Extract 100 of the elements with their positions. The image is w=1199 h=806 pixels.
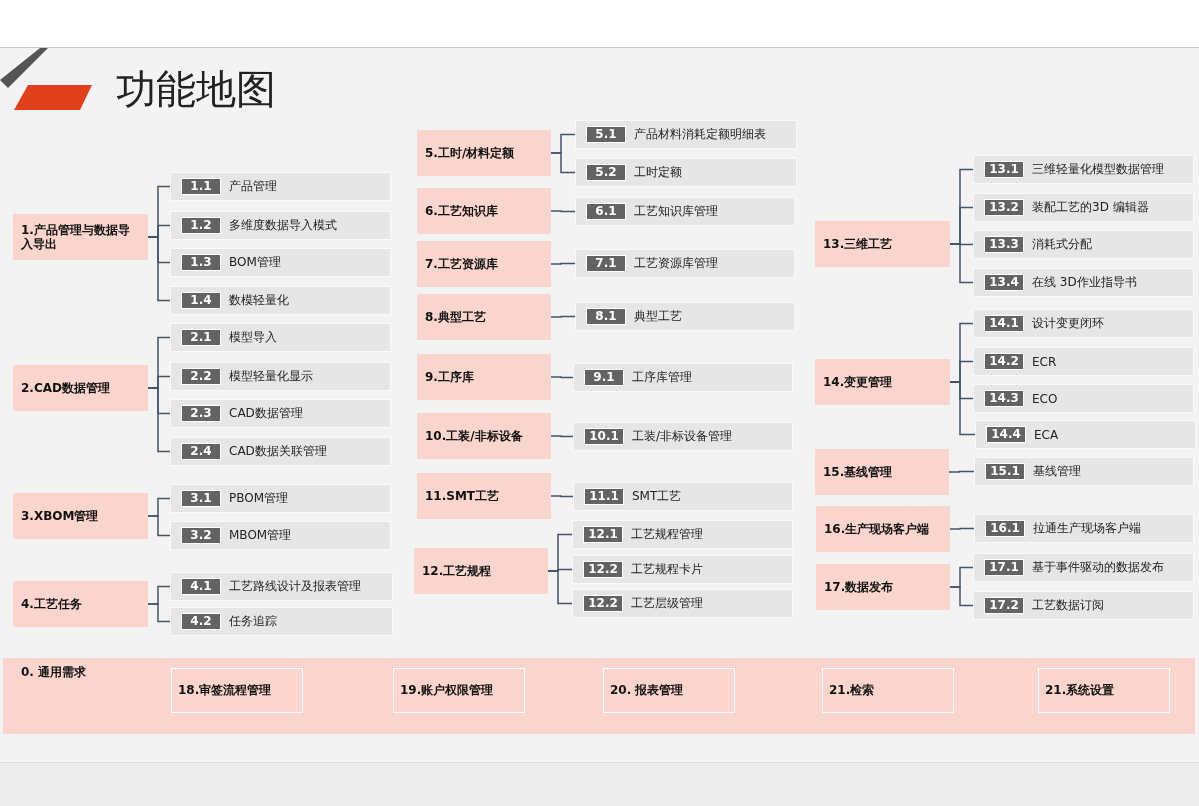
item-box [170, 572, 393, 601]
number-tag: 14.2 [984, 353, 1024, 370]
number-tag: 14.1 [984, 315, 1024, 332]
category-box: 13.三维工艺 [815, 221, 950, 267]
connector-line [949, 586, 974, 607]
number-tag: 5.2 [586, 164, 626, 181]
item-text: 设计变更闭环 [1032, 315, 1104, 332]
connector-line [949, 381, 976, 436]
item-box [575, 249, 795, 278]
item-text: 工装/非标设备管理 [632, 428, 733, 445]
item-text: ECA [1034, 427, 1059, 442]
module-box: 19.账户权限管理 [393, 668, 525, 713]
item-box [170, 286, 391, 315]
item-text: 三维轻量化模型数据管理 [1032, 161, 1164, 178]
category-box: 8.典型工艺 [417, 294, 551, 340]
item-text: 产品管理 [229, 178, 277, 195]
item-text: 工艺规程卡片 [631, 561, 703, 578]
connector-line [147, 387, 171, 453]
item-box [973, 553, 1194, 582]
item-text: 拉通生产现场客户端 [1033, 520, 1141, 537]
item-text: ECR [1032, 354, 1057, 369]
item-box [572, 520, 793, 549]
connector-line [949, 243, 974, 284]
item-box [973, 268, 1194, 297]
item-text: CAD数据关联管理 [229, 443, 327, 460]
item-text: 基线管理 [1033, 463, 1081, 480]
item-box [170, 484, 391, 513]
number-tag: 5.1 [586, 126, 626, 143]
number-tag: 8.1 [586, 308, 626, 325]
connector-line [550, 152, 576, 174]
connector-line [547, 570, 573, 605]
item-text: MBOM管理 [229, 527, 292, 544]
connector-line [147, 236, 171, 302]
item-text: 模型导入 [229, 329, 277, 346]
number-tag: 10.1 [584, 428, 624, 445]
number-tag: 3.2 [181, 527, 221, 544]
item-box [170, 521, 391, 550]
item-box [170, 607, 393, 636]
item-box [573, 363, 793, 392]
item-text: 多维度数据导入模式 [229, 217, 337, 234]
connector-line [550, 495, 574, 498]
number-tag: 1.1 [181, 178, 221, 195]
number-tag: 9.1 [584, 369, 624, 386]
connector-line [550, 262, 576, 265]
number-tag: 14.4 [986, 426, 1026, 443]
category-box: 11.SMT工艺 [417, 473, 551, 519]
number-tag: 11.1 [584, 488, 624, 505]
item-box [170, 323, 391, 352]
number-tag: 7.1 [586, 255, 626, 272]
category-box: 10.工装/非标设备 [417, 413, 551, 459]
item-box [973, 230, 1194, 259]
item-text: 任务追踪 [229, 613, 277, 630]
item-text: 工艺知识库管理 [634, 203, 718, 220]
item-box [573, 422, 793, 451]
item-text: 在线 3D作业指导书 [1032, 274, 1137, 291]
item-box [170, 211, 391, 240]
item-text: PBOM管理 [229, 490, 289, 507]
item-box [170, 437, 391, 466]
item-text: 基于事件驱动的数据发布 [1032, 559, 1164, 576]
item-box [974, 514, 1194, 543]
number-tag: 14.3 [984, 390, 1024, 407]
connector-line [550, 210, 576, 213]
module-box: 20. 报表管理 [603, 668, 735, 713]
category-box: 1.产品管理与数据导入导出 [13, 214, 148, 260]
number-tag: 12.2 [583, 595, 623, 612]
module-box: 21.系统设置 [1038, 668, 1170, 713]
item-text: 装配工艺的3D 编辑器 [1032, 199, 1149, 216]
item-text: 典型工艺 [634, 308, 682, 325]
number-tag: 13.4 [984, 274, 1024, 291]
item-text: 工艺数据订阅 [1032, 597, 1104, 614]
number-tag: 2.1 [181, 329, 221, 346]
connector-line [948, 470, 975, 473]
item-text: CAD数据管理 [229, 405, 303, 422]
item-box [973, 384, 1194, 413]
connector-line [949, 527, 975, 530]
item-text: ECO [1032, 391, 1058, 406]
number-tag: 2.4 [181, 443, 221, 460]
item-box [170, 399, 391, 428]
number-tag: 4.1 [181, 578, 221, 595]
number-tag: 12.2 [583, 561, 623, 578]
category-box: 6.工艺知识库 [417, 188, 551, 234]
item-box [575, 158, 797, 187]
number-tag: 16.1 [985, 520, 1025, 537]
connector-line [550, 435, 574, 438]
item-box [973, 591, 1194, 620]
number-tag: 1.4 [181, 292, 221, 309]
number-tag: 1.3 [181, 254, 221, 271]
item-box [973, 309, 1194, 338]
group-title: 0. 通用需求 [21, 664, 87, 681]
connector-line [147, 603, 171, 623]
category-box: 2.CAD数据管理 [13, 365, 148, 411]
item-box [170, 172, 391, 201]
group-band [3, 658, 1195, 734]
category-box: 12.工艺规程 [414, 548, 548, 594]
item-text: 工艺规程管理 [631, 526, 703, 543]
number-tag: 15.1 [985, 463, 1025, 480]
module-box: 21.检索 [822, 668, 954, 713]
item-text: BOM管理 [229, 254, 281, 271]
item-box [575, 302, 795, 331]
category-box: 9.工序库 [417, 354, 551, 400]
